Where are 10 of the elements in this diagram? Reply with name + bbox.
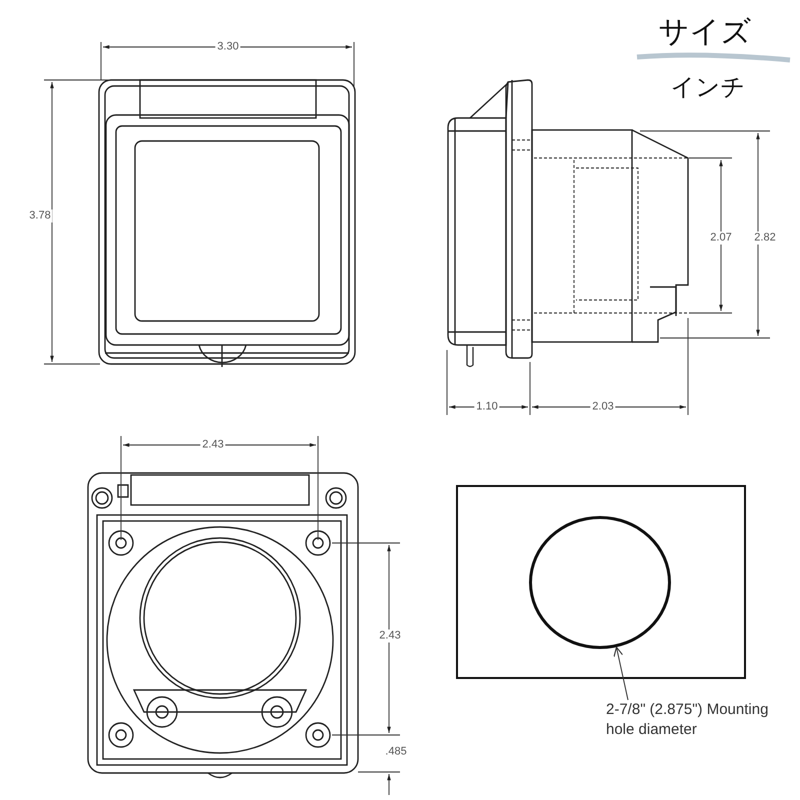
mounting-hole-circle: [529, 516, 671, 649]
callout-text: 2-7/8" (2.875") Mounting hole diameter: [606, 700, 776, 784]
leader-line: [613, 646, 628, 700]
title: サイズ: [658, 14, 752, 52]
dimension-value: 2.07: [708, 232, 734, 244]
panel-cutout-outline: [456, 485, 746, 679]
dimension-value: 2.43: [377, 630, 403, 642]
dimension-value: 2.82: [752, 232, 778, 244]
unit-label: インチ: [670, 72, 746, 103]
dimension-value: 3.78: [27, 210, 53, 222]
